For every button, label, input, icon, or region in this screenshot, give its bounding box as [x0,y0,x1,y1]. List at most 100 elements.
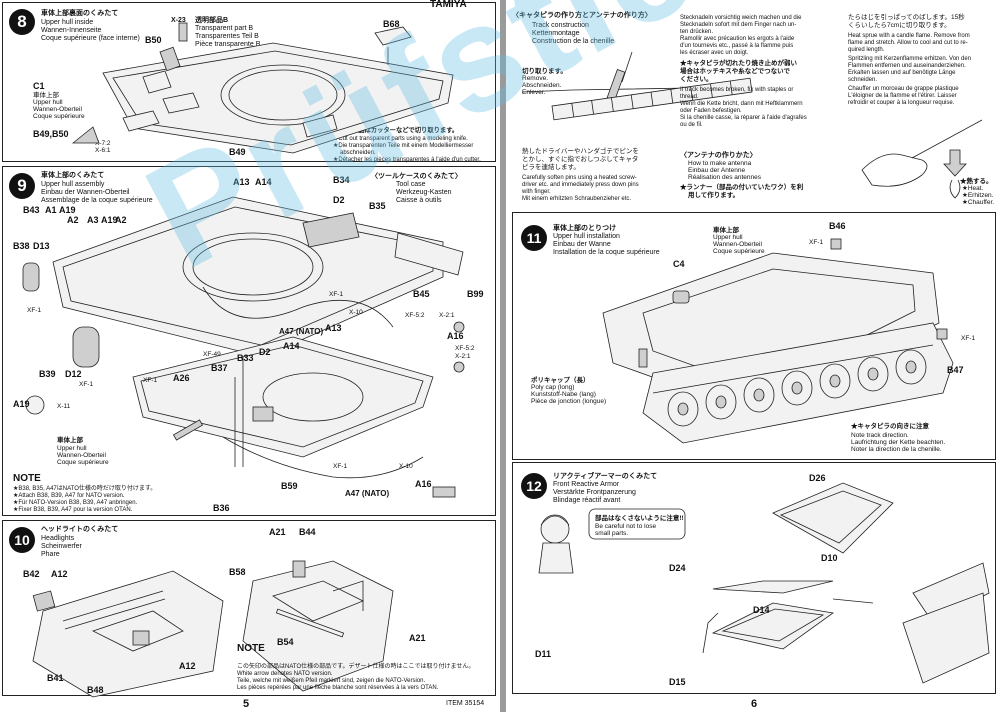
transparent-part-label-fr: Pièce transparente B [195,41,261,48]
track-step2-de-5: oder Faden befestigen. [680,108,742,114]
antenna-step-jp-1: たらはじを引っぱってのばします。15秒 [848,14,965,21]
part-d10-label: D10 [821,553,838,563]
hull-desc-de: Wannen-Oberteil [57,452,106,459]
page-gutter [500,0,506,712]
antenna-step-de-2: Flammen entfernen und auseinanderziehen. [848,63,966,69]
antenna-heat-drawing [861,119,983,199]
part-a14-label-2: A14 [283,341,300,351]
track-step1-jp-1: 熱したドライバーやハンダゴテでピンを [522,148,639,155]
part-b68-label: B68 [383,19,400,29]
hull-desc-jp: 車体上部 [57,437,83,444]
antenna-step-en-3: quired length. [848,47,885,53]
antenna-title-de: Einbau der Antenne [688,167,746,174]
part-b54-label: B54 [277,637,294,647]
road-wheel-hub [753,388,765,402]
toolcase-title-fr: Caisse à outils [396,197,442,204]
track-step2-fr-3: les écraser avec un doigt. [680,50,749,56]
part-b43-label: B43 [23,205,40,215]
paint-xf1-label-r1: XF-1 [809,239,824,246]
right-page-number: 6 [751,698,758,710]
left-page-number: 5 [243,698,250,710]
toolcase-title-de: Werkzeug-Kasten [396,189,452,196]
step-11-title-de: Einbau der Wanne [553,241,611,248]
cut-note-de: ★Die transparenten Teile mit einem Model… [333,143,474,149]
polycap-label-de: Kunststoff-Nabe (lang) [531,391,596,398]
road-wheel-hub [715,395,727,409]
step-10-number: 10 [9,527,35,553]
c1-desc-jp: 車体上部 [33,92,59,99]
track-direction-note-de: Laufrichtung der Kette beachten. [851,439,946,446]
part-b50-label: B50 [145,35,162,45]
c1-desc-fr: Coque supérieure [33,113,85,120]
track-step2-de-4: Wenn die Kette bricht, dann mit Heftklam… [680,101,803,107]
part-b37-label: B37 [211,363,228,373]
reactive-armor-drawing [538,482,990,684]
part-a47-nato-label-2: A47 (NATO) [345,489,390,498]
track-title-de: Kettenmontage [532,30,580,37]
step-8-title-en: Upper hull inside [41,19,94,26]
item-code: ITEM 35154 [446,700,485,707]
polycap-label-en: Poly cap (long) [531,384,575,391]
cut-note-en: ★Cut out transparent parts using a model… [333,136,468,142]
paint-mix-x2: X-2:1 [439,312,455,319]
part-b41-label: B41 [47,673,64,683]
part-d14-label: D14 [753,605,770,615]
part-a3-label: A3 [87,215,99,225]
antenna-step-de-4: schneiden. [848,77,878,83]
paint-xf1-label-1: XF-1 [27,307,42,314]
part-a19-label-3: A19 [13,399,30,409]
track-step2-jp-2: 場合はホッチキスや糸などでつないで [680,68,790,75]
track-title-jp: 〈キャタピラの作り方とアンテナの作り方〉 [512,12,652,19]
heat-label-fr: ★Chauffer. [962,199,995,206]
part-d24-label: D24 [669,563,686,573]
paint-xf1-label-2: XF-1 [329,291,344,298]
transparent-part-label-jp: 透明部品B [195,17,229,24]
part-b36-label: B36 [213,503,230,513]
cut-note-de-2: abschneiden. [340,150,376,156]
track-antenna-panel: 〈キャタピラの作り方とアンテナの作り方〉 Track construction … [512,2,996,210]
part-c1-label: C1 [33,81,45,91]
part-d2-label-2: D2 [259,347,271,357]
part-a16-label-2: A16 [415,479,432,489]
hull-label-de: Wannen-Oberteil [713,241,762,248]
step-9-panel: 9 車体上部のくみたて Upper hull assembly Einbau d… [2,166,496,516]
upper-hull-inside-drawing [71,22,454,154]
part-b59-label: B59 [281,481,298,491]
remove-label-fr: Enlever. [522,89,546,96]
careful-bubble-en: Be careful not to lose [595,523,657,530]
part-b49-b50-label: B49,B50 [33,129,69,139]
antenna-title-en: How to make antenna [688,160,752,167]
hull-desc-en: Upper hull [57,445,87,452]
part-a2-label-2: A2 [115,215,127,225]
cut-note-jp: ★透明部品はカッターなどで切り取ります。 [333,127,459,134]
upper-hull-assembly-drawing [22,196,465,498]
antenna-title-fr: Réalisation des antennes [688,174,761,181]
antenna-note-jp-1: ★ランナー（部品の付いていたワク）を利 [680,184,804,191]
track-step1-en-3: with finger. [522,189,551,195]
step-11-title-fr: Installation de la coque supérieure [553,249,660,256]
antenna-title-jp: 〈アンテナの作りかた〉 [680,152,757,159]
antenna-step-jp-2: くらいしたら7cmに切り取ります。 [848,22,951,29]
step-8-number: 8 [9,9,35,35]
track-title-en: Track construction [532,22,589,29]
step-10-title-en: Headlights [41,535,75,542]
paint-mix-xf5-2: XF-5:2 [455,345,475,352]
road-wheel-hub [867,367,879,381]
toolcase-title-jp: 〈ツールケースのくみたて〉 [371,173,462,180]
part-a1-label: A1 [45,205,57,215]
track-step1-jp-3: ピラを連結します。 [522,164,580,171]
paint-x10-label: X-10 [349,309,363,316]
road-wheel-hub [677,402,689,416]
part-b39-label: B39 [39,369,56,379]
headlights-drawing [32,560,394,698]
part-b49-label: B49 [229,147,246,157]
road-wheels [667,349,927,427]
antenna-step-fr-1: Chauffer un morceau de grappe plastique [848,86,959,92]
road-wheel-hub [905,360,917,374]
antenna-note-jp-2: 用して作ります。 [688,192,740,199]
c1-desc-de: Wannen-Oberteil [33,106,82,113]
hull-label-fr: Coque supérieure [713,248,765,255]
part-b44-label: B44 [299,527,316,537]
track-step2-jp-1: ★キャタピラが切れたり焼き止めが弱い [680,60,797,67]
paint-mix-x2-2: X-2:1 [455,353,471,360]
